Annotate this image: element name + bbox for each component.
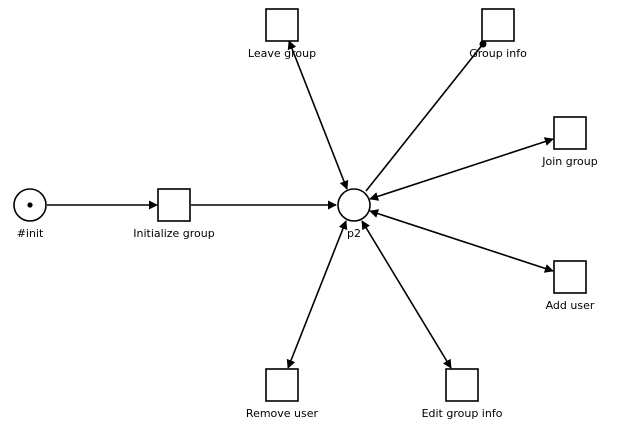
transition-remove-user-box[interactable] <box>265 368 299 402</box>
read-arc-dot <box>479 40 487 48</box>
transition-group-info[interactable]: Group info <box>469 8 527 60</box>
place-init[interactable]: #init <box>13 188 47 240</box>
transition-join-group[interactable]: Join group <box>541 116 598 168</box>
transition-remove-user[interactable]: Remove user <box>246 368 319 420</box>
arc-p2-add-user <box>369 209 554 273</box>
transition-add-user-box[interactable] <box>553 260 587 294</box>
transition-group-info-label: Group info <box>469 47 527 60</box>
transition-remove-user-label: Remove user <box>246 407 319 420</box>
arc-p2-edit-group-info <box>361 220 452 369</box>
transition-initialize-group-label: Initialize group <box>133 227 214 240</box>
place-p2-label: p2 <box>347 227 361 240</box>
arc-p2-remove-user <box>286 220 348 369</box>
transition-leave-group-box[interactable] <box>265 8 299 42</box>
place-p2[interactable]: p2 <box>337 188 371 240</box>
transition-edit-group-info-label: Edit group info <box>422 407 503 420</box>
transition-edit-group-info[interactable]: Edit group info <box>422 368 503 420</box>
transition-join-group-box[interactable] <box>553 116 587 150</box>
transition-leave-group-label: Leave group <box>248 47 316 60</box>
transition-join-group-label: Join group <box>541 155 597 168</box>
transition-add-user-label: Add user <box>546 299 595 312</box>
arc-group-info-to-p2 <box>365 43 484 192</box>
token-dot <box>27 202 33 208</box>
place-p2-circle[interactable] <box>337 188 371 222</box>
arcs <box>47 40 554 369</box>
transition-initialize-group-box[interactable] <box>157 188 191 222</box>
arc-p2-join-group <box>369 137 554 201</box>
arc-p2-leave-group <box>287 40 349 190</box>
place-init-label: #init <box>17 227 44 240</box>
transition-group-info-box[interactable] <box>481 8 515 42</box>
transition-initialize-group[interactable]: Initialize group <box>133 188 215 240</box>
transition-leave-group[interactable]: Leave group <box>248 8 316 60</box>
transition-add-user[interactable]: Add user <box>546 260 595 312</box>
transition-edit-group-info-box[interactable] <box>445 368 479 402</box>
